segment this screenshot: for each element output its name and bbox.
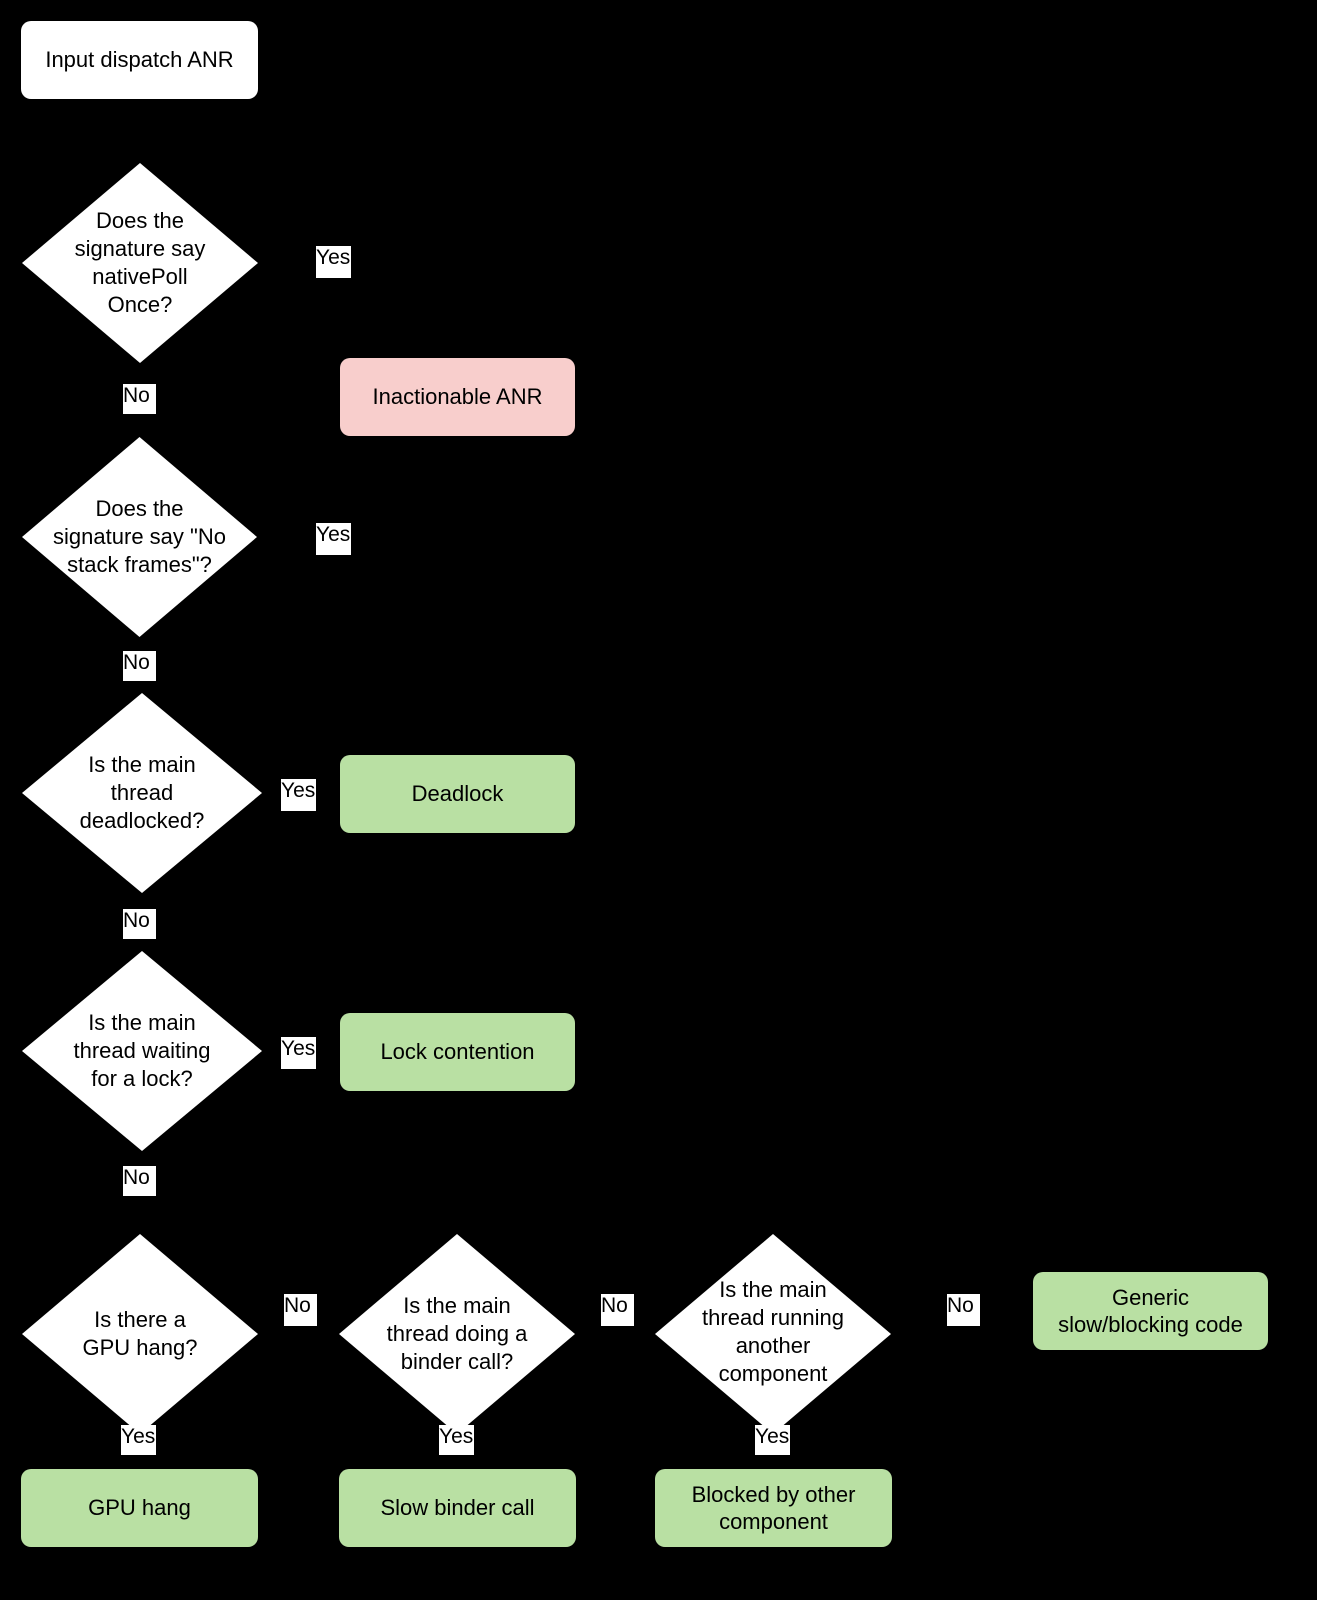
outcome-deadlock-label: Deadlock [411,781,504,807]
edge-label-deadlocked-yes: Yes [281,779,316,811]
edge-label-deadlocked-no: No [123,909,156,939]
decision-no-stack-frames[interactable]: Does the signature say "No stack frames"… [22,437,257,637]
edge-label-nostackframes-yes: Yes [316,523,351,555]
start-node-input-dispatch-anr[interactable]: Input dispatch ANR [21,21,258,99]
edge-label-nativepollonce-yes: Yes [316,246,351,278]
outcome-gpu-hang-label: GPU hang [88,1495,191,1521]
edge-label-gpu-yes: Yes [121,1425,156,1455]
connector-nostackframes-yes [257,536,340,538]
edge-label-gpu-no: No [284,1294,317,1326]
connector-component-no [892,1333,1054,1335]
start-node-label: Input dispatch ANR [45,47,234,73]
outcome-inactionable-anr-label: Inactionable ANR [372,384,543,410]
decision-main-thread-deadlocked[interactable]: Is the main thread deadlocked? [22,693,262,893]
decision-gpu-hang[interactable]: Is there a GPU hang? [22,1234,258,1434]
edge-label-binder-no: No [601,1294,634,1326]
connector-gpu-yes [139,1432,141,1498]
outcome-generic-slow-blocking-code[interactable]: Generic slow/blocking code [1033,1272,1268,1350]
edge-label-lock-no: No [123,1166,156,1196]
connector-binder-no [575,1333,663,1335]
edge-label-lock-yes: Yes [281,1037,316,1069]
connector-start-to-nativepollonce [139,98,141,163]
decision-no-stack-frames-label: Does the signature say "No stack frames"… [53,496,226,577]
outcome-blocked-by-other-component[interactable]: Blocked by other component [655,1469,892,1547]
decision-waiting-for-lock[interactable]: Is the main thread waiting for a lock? [22,951,262,1151]
decision-nativepollonce-label: Does the signature say nativePoll Once? [74,208,206,317]
connector-binder-yes [456,1432,458,1498]
edge-label-binder-yes: Yes [439,1425,474,1455]
decision-nativepollonce[interactable]: Does the signature say nativePoll Once? [22,163,258,363]
decision-main-thread-deadlocked-label: Is the main thread deadlocked? [79,752,205,833]
connector-gpu-no [258,1333,347,1335]
edge-label-nativepollonce-no: No [123,384,156,414]
outcome-slow-binder-call-label: Slow binder call [380,1495,535,1521]
edge-label-component-no: No [947,1294,980,1326]
connector-component-yes [772,1432,774,1498]
decision-binder-call[interactable]: Is the main thread doing a binder call? [339,1234,575,1434]
decision-other-component[interactable]: Is the main thread running another compo… [655,1234,891,1434]
outcome-inactionable-anr[interactable]: Inactionable ANR [340,358,575,436]
edge-label-nostackframes-no: No [123,651,156,681]
decision-gpu-hang-label: Is there a GPU hang? [82,1307,198,1360]
outcome-gpu-hang[interactable]: GPU hang [21,1469,258,1547]
outcome-generic-slow-blocking-code-label: Generic slow/blocking code [1058,1284,1243,1338]
outcome-lock-contention-label: Lock contention [380,1039,535,1065]
outcome-blocked-by-other-component-label: Blocked by other component [691,1481,856,1535]
outcome-lock-contention[interactable]: Lock contention [340,1013,575,1091]
outcome-deadlock[interactable]: Deadlock [340,755,575,833]
outcome-slow-binder-call[interactable]: Slow binder call [339,1469,576,1547]
decision-binder-call-label: Is the main thread doing a binder call? [386,1293,528,1374]
connector-nativepollonce-yes [258,262,340,264]
decision-waiting-for-lock-label: Is the main thread waiting for a lock? [73,1010,211,1091]
decision-other-component-label: Is the main thread running another compo… [702,1277,844,1386]
edge-label-component-yes: Yes [755,1425,790,1455]
